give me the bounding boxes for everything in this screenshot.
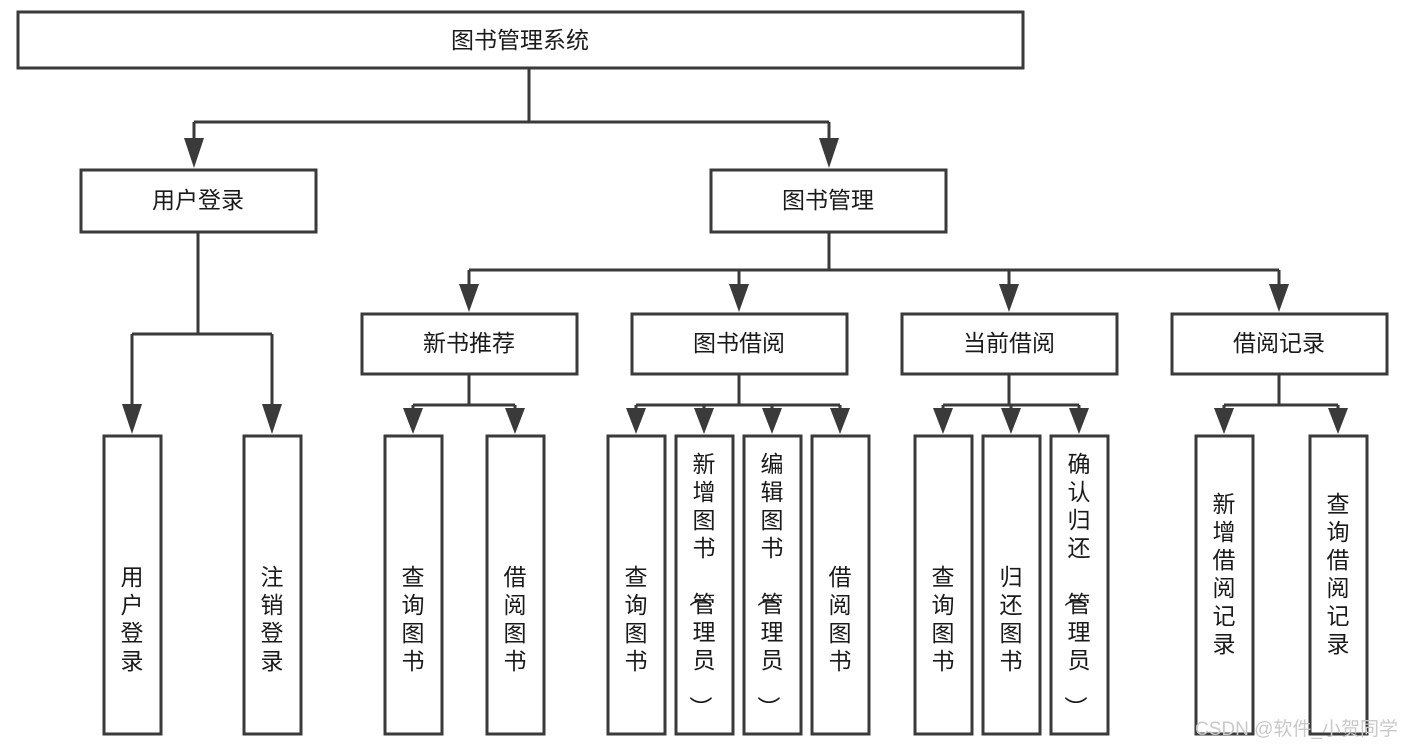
node-current-borrow-label: 当前借阅 [963,330,1055,356]
node-book-borrow-label: 图书借阅 [693,330,785,356]
node-query-book-2-box[interactable] [606,434,667,736]
arrowhead-current-borrow [999,284,1019,312]
node-current-borrow[interactable]: 当前借阅 [900,312,1119,376]
node-add-borrow-record-box[interactable] [1194,434,1255,736]
node-add-book-admin-label: 新增图书（管理员） [688,451,716,719]
node-edit-book-admin-box[interactable] [742,434,803,736]
node-query-borrow-record[interactable]: 查询借阅记录 [1308,434,1369,736]
node-query-book-3[interactable]: 查询图书 [913,434,974,736]
node-root[interactable]: 图书管理系统 [16,10,1025,70]
node-borrow-record[interactable]: 借阅记录 [1170,312,1389,376]
node-borrow-book-1-label: 借阅图书 [504,564,527,674]
arrowhead-borrow-record [1269,284,1289,312]
node-user-login[interactable]: 用户登录 [79,168,318,234]
node-confirm-return-admin[interactable]: 确认归还（管理员） [1049,434,1110,736]
node-root-label: 图书管理系统 [451,27,589,53]
arrowhead-book-manage [819,138,839,168]
node-edit-book-admin-label: 编辑图书（管理员） [756,451,784,719]
node-borrow-book-2-label: 借阅图书 [829,564,852,674]
node-add-book-admin[interactable]: 新增图书（管理员） [674,434,735,736]
arrowhead-borrow-book-1 [505,408,525,434]
node-borrow-book-2[interactable]: 借阅图书 [810,434,871,736]
node-user-login-box[interactable] [79,168,318,234]
node-current-borrow-box[interactable] [900,312,1119,376]
arrowhead-query-borrow-record [1328,408,1348,434]
node-query-book-1[interactable]: 查询图书 [383,434,444,736]
node-borrow-book-1[interactable]: 借阅图书 [485,434,546,736]
arrowhead-new-book-recommend [459,284,479,312]
node-user-logout-label: 注销登录 [261,564,284,674]
node-add-borrow-record[interactable]: 新增借阅记录 [1194,434,1255,736]
node-user-login-do[interactable]: 用户登录 [102,434,163,736]
node-return-book[interactable]: 归还图书 [981,434,1042,736]
node-borrow-book-1-box[interactable] [485,434,546,736]
node-root-box[interactable] [16,10,1025,70]
connector-layer [122,68,1348,434]
node-user-logout[interactable]: 注销登录 [242,434,303,736]
node-user-login-label: 用户登录 [152,187,244,213]
node-return-book-box[interactable] [981,434,1042,736]
node-query-book-2[interactable]: 查询图书 [606,434,667,736]
node-query-borrow-record-box[interactable] [1308,434,1369,736]
node-new-book-recommend-label: 新书推荐 [423,330,515,356]
node-user-login-do-label: 用户登录 [121,564,144,674]
arrowhead-query-book-3 [933,408,953,434]
node-query-book-3-box[interactable] [913,434,974,736]
arrowhead-borrow-book-2 [830,408,850,434]
arrowhead-add-borrow-record [1214,408,1234,434]
node-add-borrow-record-label: 新增借阅记录 [1213,491,1236,657]
node-user-login-do-box[interactable] [102,434,163,736]
node-return-book-label: 归还图书 [1000,564,1023,674]
node-book-manage-box[interactable] [709,168,948,234]
node-new-book-recommend[interactable]: 新书推荐 [360,312,579,376]
node-query-book-1-label: 查询图书 [402,564,425,674]
arrowhead-add-book-admin [694,408,714,434]
node-query-book-2-label: 查询图书 [625,564,648,674]
node-new-book-recommend-box[interactable] [360,312,579,376]
node-query-book-3-label: 查询图书 [932,564,955,674]
node-book-manage[interactable]: 图书管理 [709,168,948,234]
node-query-borrow-record-label: 查询借阅记录 [1327,491,1350,657]
arrowhead-user-login-do [122,404,142,434]
arrowhead-edit-book-admin [762,408,782,434]
node-confirm-return-admin-label: 确认归还（管理员） [1063,451,1091,719]
node-book-manage-label: 图书管理 [782,187,874,213]
arrowhead-query-book-1 [403,408,423,434]
arrowhead-user-login [184,138,204,168]
node-borrow-record-box[interactable] [1170,312,1389,376]
node-add-book-admin-box[interactable] [674,434,735,736]
node-book-borrow[interactable]: 图书借阅 [630,312,849,376]
node-borrow-record-label: 借阅记录 [1233,330,1325,356]
watermark-label: CSDN @软件_小贺同学 [1195,718,1398,740]
arrowhead-confirm-return-admin [1069,408,1089,434]
node-confirm-return-admin-box[interactable] [1049,434,1110,736]
arrowhead-book-borrow [729,284,749,312]
arrowhead-query-book-2 [626,408,646,434]
node-edit-book-admin[interactable]: 编辑图书（管理员） [742,434,803,736]
arrowhead-return-book [1001,408,1021,434]
arrowhead-user-logout [262,404,282,434]
node-user-logout-box[interactable] [242,434,303,736]
node-borrow-book-2-box[interactable] [810,434,871,736]
node-book-borrow-box[interactable] [630,312,849,376]
node-query-book-1-box[interactable] [383,434,444,736]
